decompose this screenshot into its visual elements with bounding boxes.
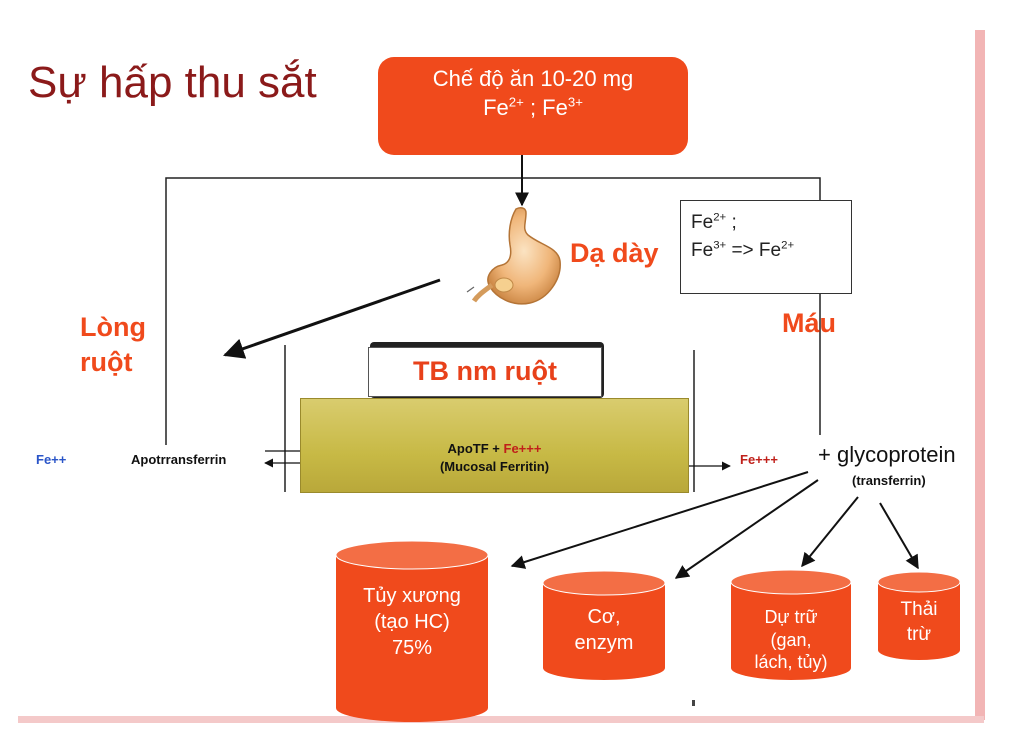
apotransferrin-label: Apotrransferrin [131, 452, 227, 467]
glycoprotein-label: + glycoprotein [818, 442, 956, 467]
stomach-label: Dạ dày [570, 238, 659, 268]
page-title: Sự hấp thu sắt [28, 58, 317, 107]
diet-line1: Chế độ ăn 10-20 mg [432, 66, 634, 91]
cylinder-storage [730, 569, 852, 680]
arrow-to-excretion [879, 502, 919, 570]
stray-mark [692, 700, 695, 706]
mucosa-text: ApoTF + Fe+++ (Mucosal Ferritin) [300, 440, 689, 475]
transferrin-label: (transferrin) [852, 473, 926, 488]
cylinder-bone-marrow [335, 540, 489, 722]
slide-edge-right [975, 30, 985, 720]
stomach-icon [471, 207, 561, 305]
fe3-blood-label: Fe+++ [740, 452, 778, 467]
arrow-stomach-to-lumen [223, 278, 441, 359]
diet-line2: Fe2+ ; Fe3+ [483, 94, 583, 120]
blood-label: Máu [782, 308, 836, 338]
muscle-enzyme-text: Cơ, enzym [574, 606, 634, 654]
apotf-line: ApoTF + Fe+++ [447, 441, 542, 456]
arrow-to-storage [801, 496, 859, 568]
arrow-to-muscle [674, 479, 819, 579]
diet-box: Chế độ ăn 10-20 mg Fe2+ ; Fe3+ [378, 57, 688, 155]
cylinder-muscle [542, 570, 666, 680]
arrow-to-bone-marrow [510, 471, 809, 569]
mucosa-block [300, 398, 689, 493]
note-line2: Fe3+ => Fe2+ [691, 239, 795, 261]
fe2-lumen-label: Fe++ [36, 452, 67, 467]
cylinder-excretion [877, 571, 961, 660]
excretion-text: Thải trừ [900, 599, 938, 645]
stomach-conversion-note: Fe2+ ; Fe3+ => Fe2+ [680, 200, 852, 294]
slide-edge-bottom [18, 716, 984, 723]
mucosal-ferritin: (Mucosal Ferritin) [439, 458, 550, 474]
storage-text: Dự trữ (gan, lách, tủy) [754, 607, 828, 672]
note-line1: Fe2+ ; [691, 211, 737, 233]
outer-frame-line [165, 177, 821, 445]
intestinal-cell-label: TB nm ruột [368, 347, 602, 397]
bone-marrow-text: Tủy xương (tạo HC) 75% [363, 585, 461, 659]
intestinal-lumen-label: Lòng ruột [80, 312, 146, 378]
